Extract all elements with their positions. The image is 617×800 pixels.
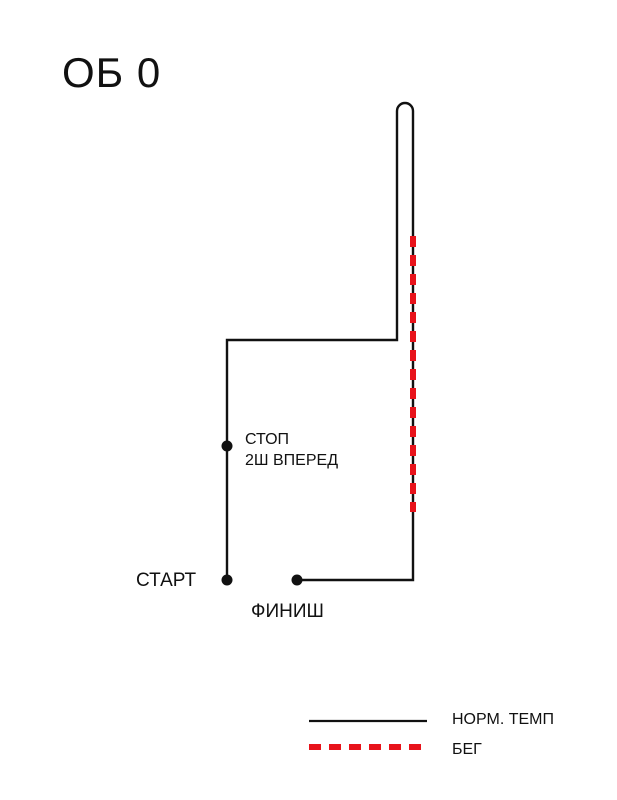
legend-normal-label: НОРМ. ТЕМП [452,711,554,728]
start-label: СТАРТ [136,570,197,591]
stop-label-line1: СТОП [245,431,290,448]
stop-label-line2: 2Ш ВПЕРЕД [245,451,339,469]
finish-label: ФИНИШ [251,601,324,622]
route-normal-pace [225,101,415,582]
start-marker [221,574,233,586]
finish-marker [291,574,303,586]
legend-run-label: БЕГ [452,741,482,758]
stop-marker [221,440,233,452]
page-title: ОБ 0 [62,49,162,96]
stop-label: СТОП 2Ш ВПЕРЕД [245,430,338,472]
